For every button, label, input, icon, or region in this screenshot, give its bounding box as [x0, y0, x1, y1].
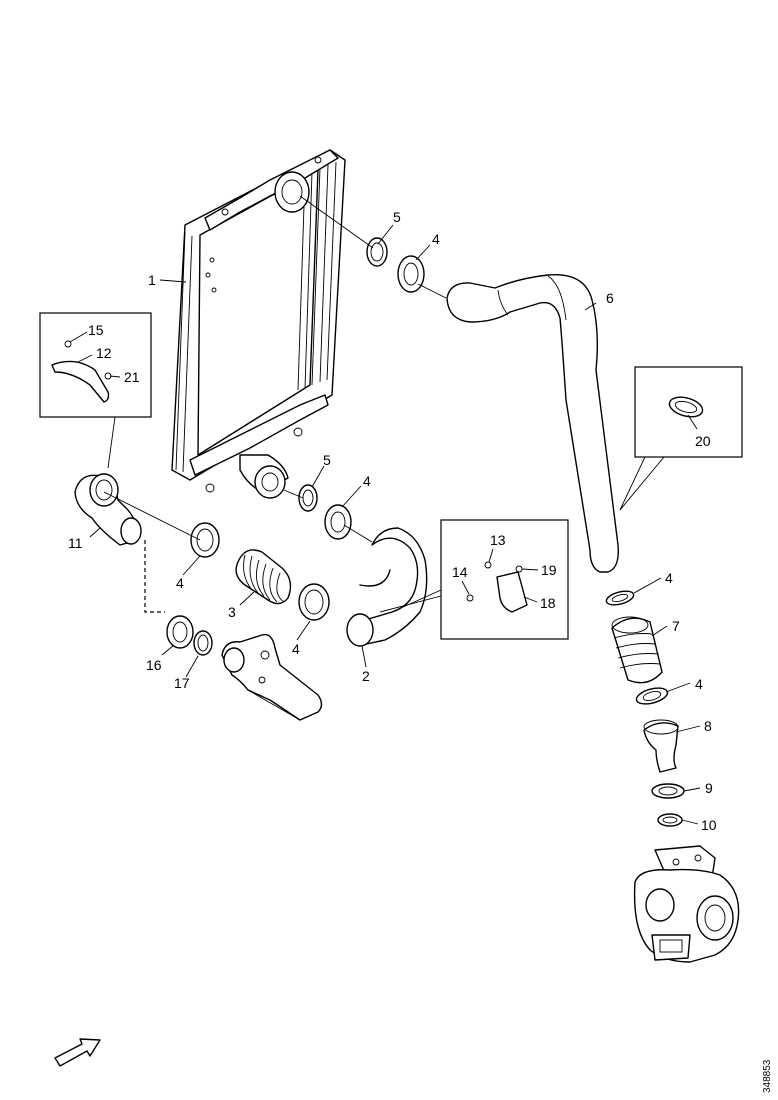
callout-4: 4 — [176, 575, 184, 591]
callout-4: 4 — [432, 231, 440, 247]
bellows-hose — [235, 549, 292, 605]
callout-4: 4 — [363, 473, 371, 489]
seal-ring — [657, 813, 683, 827]
callout-4: 4 — [695, 676, 703, 692]
callout-2: 2 — [362, 668, 370, 684]
clamp — [651, 783, 685, 799]
direction-arrow-icon — [54, 1038, 101, 1067]
hidden-line — [144, 540, 165, 613]
callout-21: 21 — [124, 369, 140, 385]
elbow-pipe — [643, 719, 679, 773]
seal-ring — [366, 237, 388, 267]
callout-17: 17 — [174, 675, 190, 691]
upper-charge-air-pipe — [446, 274, 619, 573]
callout-18: 18 — [540, 595, 556, 611]
clamp — [635, 687, 669, 705]
inset-box-bracket — [39, 312, 152, 469]
pipe-left — [74, 473, 142, 546]
callout-14: 14 — [452, 564, 468, 580]
callout-19: 19 — [541, 562, 557, 578]
callout-3: 3 — [228, 604, 236, 620]
clamp — [397, 255, 425, 293]
clamp — [605, 590, 635, 606]
lower-charge-air-pipe — [346, 527, 428, 647]
callout-1: 1 — [148, 272, 156, 288]
leader-lines — [69, 195, 701, 825]
callouts: 1 5 4 6 5 4 11 4 3 4 2 16 17 4 7 4 8 9 1… — [68, 209, 717, 833]
callout-9: 9 — [705, 780, 713, 796]
seal-ring — [298, 484, 318, 512]
callout-5: 5 — [393, 209, 401, 225]
callout-8: 8 — [704, 718, 712, 734]
reference-number: 348853 — [762, 1059, 773, 1093]
callout-10: 10 — [701, 817, 717, 833]
callout-4: 4 — [665, 570, 673, 586]
inset-box-mount — [379, 519, 569, 640]
seal-ring — [193, 630, 213, 656]
callout-11: 11 — [68, 535, 83, 551]
callout-15: 15 — [88, 322, 104, 338]
bellows-hose — [611, 616, 663, 684]
callout-16: 16 — [146, 657, 162, 673]
clamp — [298, 583, 330, 621]
callout-13: 13 — [490, 532, 506, 548]
inset-box-clamp — [619, 366, 743, 511]
intake-manifold — [221, 633, 323, 721]
clamp — [324, 504, 352, 540]
callout-12: 12 — [96, 345, 112, 361]
turbocharger — [633, 845, 740, 963]
callout-5: 5 — [323, 452, 331, 468]
clamp — [166, 615, 194, 649]
intercooler — [171, 149, 346, 499]
callout-6: 6 — [606, 290, 614, 306]
callout-7: 7 — [672, 618, 680, 634]
clamp — [190, 522, 220, 558]
callout-4: 4 — [292, 641, 300, 657]
callout-20: 20 — [695, 433, 711, 449]
